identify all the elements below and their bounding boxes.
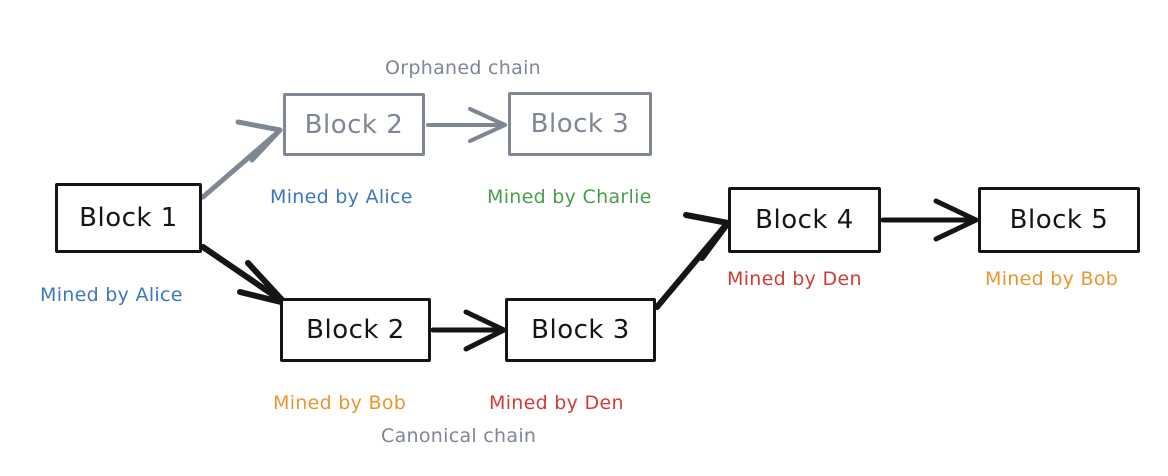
miner-caption-block-4: Mined by Den (727, 268, 862, 290)
block-node-orphan-block-2[interactable]: Block 2 (283, 93, 425, 156)
arrow-block1-to-block2 (200, 244, 288, 306)
block-node-orphan-block-3[interactable]: Block 3 (508, 92, 652, 156)
arrow-block2-to-block3 (430, 309, 507, 352)
block-node-block-1[interactable]: Block 1 (55, 183, 202, 253)
miner-caption-orphan-block-2: Mined by Alice (270, 186, 413, 208)
arrow-orphan-block2-to-orphan-block3 (426, 107, 507, 143)
miner-caption-block-1: Mined by Alice (40, 284, 183, 306)
block-node-block-5[interactable]: Block 5 (978, 187, 1140, 253)
arrow-block1-to-orphan-block2 (200, 119, 283, 200)
miner-caption-block-3: Mined by Den (489, 392, 624, 414)
arrow-block4-to-block5 (880, 198, 979, 242)
miner-caption-orphan-block-3: Mined by Charlie (487, 186, 652, 208)
arrow-block3-to-block4 (654, 212, 731, 310)
orphaned-chain-label: Orphaned chain (385, 57, 541, 79)
block-label: Block 2 (306, 315, 405, 345)
miner-caption-block-5: Mined by Bob (985, 268, 1119, 290)
block-label: Block 5 (1009, 205, 1109, 235)
miner-caption-block-2: Mined by Bob (273, 392, 407, 414)
canonical-chain-label: Canonical chain (381, 425, 537, 447)
block-label: Block 3 (531, 315, 630, 345)
block-node-block-2[interactable]: Block 2 (280, 298, 431, 362)
block-label: Block 4 (755, 205, 854, 235)
block-label: Block 3 (530, 109, 630, 139)
block-label: Block 1 (79, 203, 178, 233)
block-node-block-3[interactable]: Block 3 (505, 298, 656, 362)
block-label: Block 2 (304, 109, 404, 140)
block-node-block-4[interactable]: Block 4 (728, 187, 881, 253)
